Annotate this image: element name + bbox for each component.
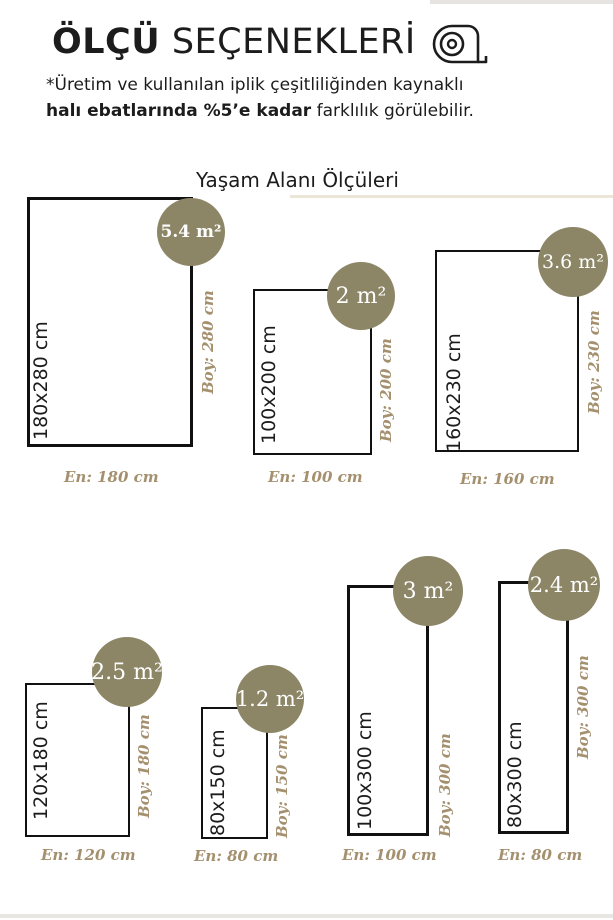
top-divider	[430, 0, 613, 4]
area-badge: 2.5 m²	[91, 637, 163, 707]
rug-size-label: 180x280 cm	[30, 321, 52, 440]
area-badge: 2.4 m²	[528, 549, 600, 621]
rug-length-label: Boy: 300 cm	[436, 733, 454, 837]
rug-width-label: En: 100 cm	[342, 846, 437, 864]
rug-size-label: 100x200 cm	[258, 325, 280, 444]
bottom-divider	[0, 914, 613, 918]
rug-width-label: En: 160 cm	[460, 470, 555, 488]
rug-length-label: Boy: 280 cm	[199, 290, 217, 394]
area-badge: 2 m²	[327, 262, 395, 330]
rug-length-label: Boy: 300 cm	[574, 655, 592, 759]
title-bold: ÖLÇÜ	[52, 22, 161, 62]
rug-outline-120x180	[25, 683, 130, 837]
rug-size-label: 80x300 cm	[504, 721, 526, 828]
rug-length-label: Boy: 200 cm	[377, 338, 395, 442]
note-bold: halı ebatlarında %5’e kadar	[46, 101, 312, 121]
rug-width-label: En: 180 cm	[64, 468, 159, 486]
page-title: ÖLÇÜ SEÇENEKLERİ	[52, 22, 416, 62]
title-rest: SEÇENEKLERİ	[171, 22, 416, 62]
area-badge: 1.2 m²	[236, 665, 304, 733]
rug-outline-100x300	[347, 585, 429, 836]
area-badge: 5.4 m²	[157, 198, 225, 266]
rug-width-label: En: 100 cm	[268, 468, 363, 486]
rug-length-label: Boy: 230 cm	[585, 310, 603, 414]
rug-size-label: 160x230 cm	[443, 333, 465, 452]
area-badge: 3.6 m²	[538, 227, 608, 297]
rug-size-label: 120x180 cm	[30, 701, 52, 820]
rug-outline-80x300	[498, 581, 569, 834]
note-rest: farklılık görülebilir.	[316, 101, 474, 121]
rug-width-label: En: 80 cm	[498, 846, 583, 864]
tape-measure-icon	[432, 24, 488, 64]
rug-width-label: En: 120 cm	[41, 846, 136, 864]
rug-size-label: 100x300 cm	[354, 711, 376, 830]
rug-length-label: Boy: 150 cm	[273, 734, 291, 838]
note-line-2: halı ebatlarında %5’e kadar farklılık gö…	[46, 98, 474, 124]
section-title: Yaşam Alanı Ölçüleri	[196, 168, 399, 192]
rug-size-label: 80x150 cm	[207, 729, 229, 836]
rug-width-label: En: 80 cm	[194, 847, 279, 865]
disclaimer-note: *Üretim ve kullanılan iplik çeşitliliğin…	[46, 72, 474, 124]
area-badge: 3 m²	[393, 556, 463, 626]
section-divider	[290, 195, 613, 198]
rug-length-label: Boy: 180 cm	[135, 714, 153, 818]
note-line-1: *Üretim ve kullanılan iplik çeşitliliğin…	[46, 75, 464, 95]
